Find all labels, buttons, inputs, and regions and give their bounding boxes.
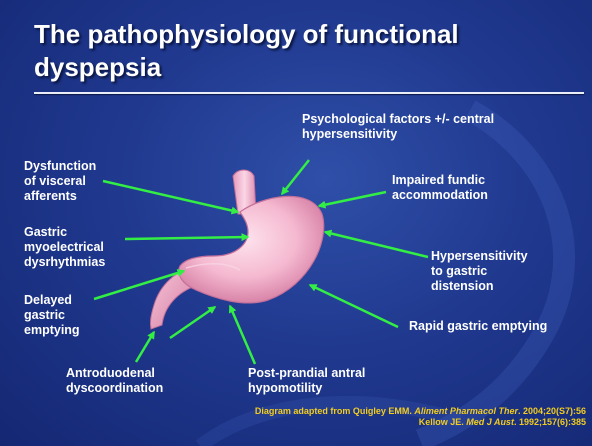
label-line: myoelectrical: [24, 240, 105, 255]
label-impaired-fundic-accommodation: Impaired fundic accommodation: [392, 173, 488, 203]
label-line: dyscoordination: [66, 381, 163, 396]
label-psychological-factors: Psychological factors +/- central hypers…: [302, 112, 494, 142]
label-postprandial-antral-hypomotility: Post-prandial antral hypomotility: [248, 366, 365, 396]
label-rapid-gastric-emptying: Rapid gastric emptying: [409, 319, 547, 334]
label-hypersensitivity-distension: Hypersensitivity to gastric distension: [431, 249, 528, 294]
arrow-rapid: [310, 285, 398, 327]
label-line: Impaired fundic: [392, 173, 488, 188]
label-line: Gastric: [24, 225, 105, 240]
label-line: gastric: [24, 308, 80, 323]
label-line: of visceral: [24, 174, 96, 189]
label-line: distension: [431, 279, 528, 294]
arrow-antroduodenal: [136, 307, 215, 362]
label-line: dysrhythmias: [24, 255, 105, 270]
label-line: Dysfunction: [24, 159, 96, 174]
label-line: emptying: [24, 323, 80, 338]
stomach-illustration: [179, 196, 324, 303]
label-visceral-afferents: Dysfunction of visceral afferents: [24, 159, 96, 204]
label-line: accommodation: [392, 188, 488, 203]
citation-line-1: Diagram adapted from Quigley EMM. Alimen…: [255, 406, 586, 417]
citation: Diagram adapted from Quigley EMM. Alimen…: [255, 406, 586, 428]
arrow-fundic: [319, 192, 386, 206]
label-antroduodenal-dyscoordination: Antroduodenal dyscoordination: [66, 366, 163, 396]
arrow-hypersensitivity: [325, 232, 428, 257]
label-line: Rapid gastric emptying: [409, 319, 547, 334]
label-line: Psychological factors +/- central: [302, 112, 494, 127]
label-myoelectrical-dysrhythmias: Gastric myoelectrical dysrhythmias: [24, 225, 105, 270]
arrow-visceral: [103, 181, 238, 212]
label-line: to gastric: [431, 264, 528, 279]
label-delayed-gastric-emptying: Delayed gastric emptying: [24, 293, 80, 338]
label-line: hypomotility: [248, 381, 365, 396]
label-line: Post-prandial antral: [248, 366, 365, 381]
label-line: Delayed: [24, 293, 80, 308]
citation-line-2: Kellow JE. Med J Aust. 1992;157(6):385: [255, 417, 586, 428]
arrow-postprandial: [230, 306, 255, 364]
label-line: afferents: [24, 189, 96, 204]
label-line: Antroduodenal: [66, 366, 163, 381]
arrow-myoelectrical: [125, 237, 248, 239]
label-line: hypersensitivity: [302, 127, 494, 142]
arrow-psychological: [282, 160, 309, 194]
label-line: Hypersensitivity: [431, 249, 528, 264]
